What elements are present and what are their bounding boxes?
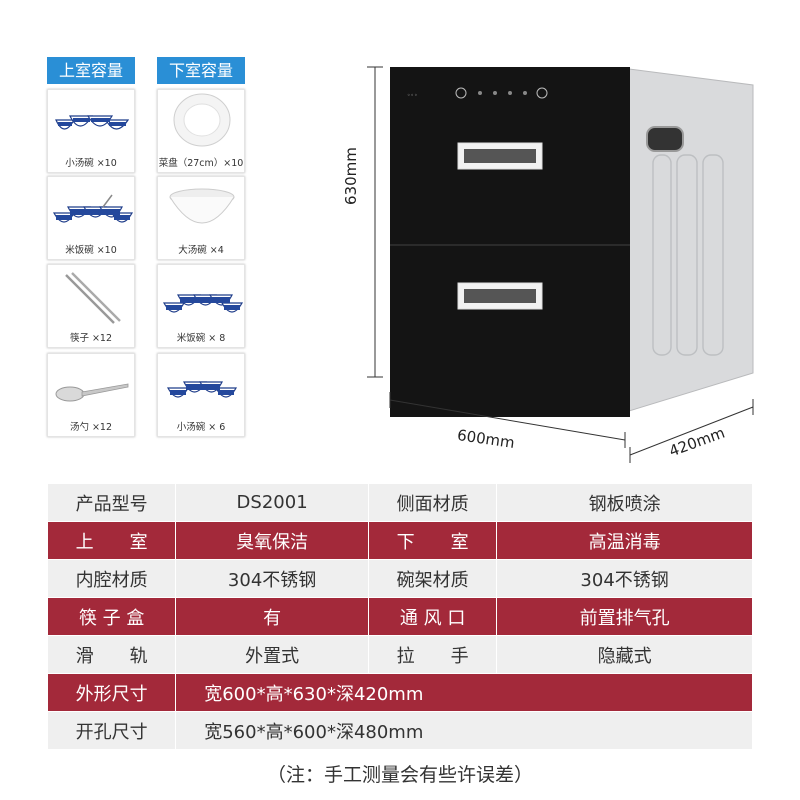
- spec-value: 304不锈钢: [175, 559, 369, 598]
- spec-key: 外形尺寸: [46, 673, 177, 712]
- upper-item-chopsticks: 筷子 ×12: [47, 264, 135, 348]
- spec-key: 通 风 口: [367, 597, 498, 636]
- power-button-icon[interactable]: [455, 87, 467, 99]
- soup-spoon-icon: [55, 383, 129, 402]
- spec-key: 开孔尺寸: [46, 711, 177, 750]
- upper-drawer-handle[interactable]: [457, 142, 543, 170]
- product-illustration: ◦◦◦: [367, 66, 754, 463]
- spec-value: 钢板喷涂: [496, 483, 753, 522]
- spec-key: 下 室: [367, 521, 498, 560]
- lower-item-label: 小汤碗 × 6: [176, 422, 226, 433]
- spec-row: 产品型号 DS2001 侧面材质 钢板喷涂: [46, 483, 753, 522]
- small-soup-bowls-icon: [55, 115, 130, 130]
- spec-key: 碗架材质: [367, 559, 498, 598]
- function-button-icon[interactable]: [536, 87, 548, 99]
- spec-row: 上 室 臭氧保洁 下 室 高温消毒: [46, 521, 753, 560]
- spec-value: 304不锈钢: [496, 559, 753, 598]
- lower-item-large-soup-bowl: 大汤碗 ×4: [157, 176, 245, 260]
- upper-item-small-soup-bowls: 小汤碗 ×10: [47, 89, 135, 173]
- upper-item-label: 筷子 ×12: [69, 333, 113, 344]
- spec-value: 臭氧保洁: [175, 521, 369, 560]
- rice-bowls-icon: [52, 194, 134, 223]
- large-soup-bowl-icon: [169, 188, 235, 224]
- spec-row: 外形尺寸 宽600*高*630*深420mm: [46, 673, 753, 712]
- chopsticks-icon: [65, 272, 121, 324]
- lower-capacity-header: 下室容量: [157, 57, 245, 84]
- spec-key: 筷 子 盒: [46, 597, 177, 636]
- lower-item-label: 菜盘（27cm）×10: [158, 158, 244, 169]
- spec-value: 外置式: [175, 635, 369, 674]
- spec-row: 开孔尺寸 宽560*高*600*深480mm: [46, 711, 753, 750]
- lower-item-label: 米饭碗 × 8: [176, 333, 226, 344]
- spec-row: 筷 子 盒 有 通 风 口 前置排气孔: [46, 597, 753, 636]
- dinner-plates-icon: [173, 93, 231, 147]
- spec-value: 高温消毒: [496, 521, 753, 560]
- spec-key: 内腔材质: [46, 559, 177, 598]
- lower-item-dinner-plates: 菜盘（27cm）×10: [157, 89, 245, 173]
- side-vent-icon: [646, 126, 684, 152]
- spec-key: 侧面材质: [367, 483, 498, 522]
- lower-item-rice-bowls: 米饭碗 × 8: [157, 264, 245, 348]
- upper-item-label: 小汤碗 ×10: [65, 158, 117, 169]
- small-soup-bowls-icon: [166, 381, 238, 398]
- spec-value: DS2001: [175, 483, 369, 522]
- lower-drawer-handle[interactable]: [457, 282, 543, 310]
- spec-table: 产品型号 DS2001 侧面材质 钢板喷涂 上 室 臭氧保洁 下 室 高温消毒 …: [46, 483, 753, 750]
- spec-value: 隐藏式: [496, 635, 753, 674]
- brand-logo: ◦◦◦: [407, 92, 418, 99]
- spec-value: 有: [175, 597, 369, 636]
- upper-capacity-header: 上室容量: [47, 57, 135, 84]
- upper-item-soup-spoon: 汤勺 ×12: [47, 353, 135, 437]
- spec-row: 滑 轨 外置式 拉 手 隐藏式: [46, 635, 753, 674]
- measurement-note: （注：手工测量会有些许误差）: [266, 764, 533, 786]
- upper-item-label: 米饭碗 ×10: [65, 245, 117, 256]
- spec-value: 宽600*高*630*深420mm: [175, 673, 753, 712]
- upper-item-label: 汤勺 ×12: [69, 422, 113, 433]
- spec-key: 产品型号: [46, 483, 177, 522]
- upper-item-rice-bowls: 米饭碗 ×10: [47, 176, 135, 260]
- lower-item-label: 大汤碗 ×4: [178, 245, 224, 256]
- spec-value: 前置排气孔: [496, 597, 753, 636]
- spec-key: 拉 手: [367, 635, 498, 674]
- rice-bowls-icon: [162, 294, 244, 313]
- lower-item-small-soup-bowls: 小汤碗 × 6: [157, 353, 245, 437]
- spec-key: 滑 轨: [46, 635, 177, 674]
- spec-key: 上 室: [46, 521, 177, 560]
- spec-value: 宽560*高*600*深480mm: [175, 711, 753, 750]
- height-dimension-label: 630mm: [342, 147, 360, 205]
- spec-row: 内腔材质 304不锈钢 碗架材质 304不锈钢: [46, 559, 753, 598]
